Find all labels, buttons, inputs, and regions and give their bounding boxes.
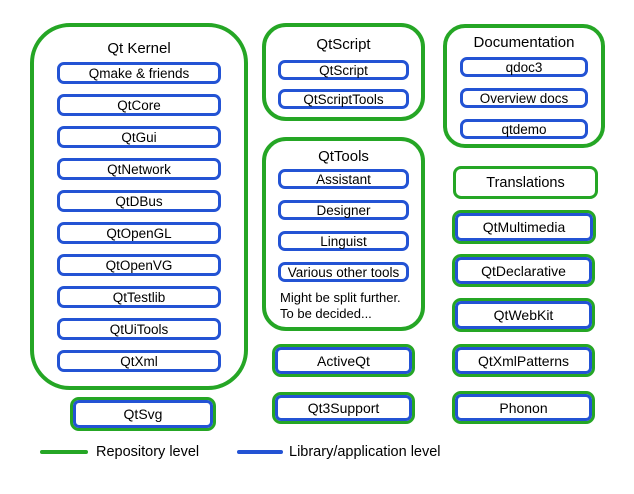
group-qt-kernel-items: Qmake & friends QtCore QtGui QtNetwork Q… [34,62,244,372]
module-qtscript: QtScript [278,60,409,80]
module-qtxml: QtXml [57,350,221,372]
module-qtdeclarative: QtDeclarative [452,254,595,287]
group-documentation-items: qdoc3 Overview docs qtdemo [447,57,601,139]
module-phonon-label: Phonon [455,394,592,421]
module-qtopengl: QtOpenGL [57,222,221,244]
module-qtwebkit-label: QtWebKit [455,301,592,329]
module-qtnetwork: QtNetwork [57,158,221,180]
group-qt-kernel: Qt Kernel Qmake & friends QtCore QtGui Q… [30,23,248,390]
module-qtmultimedia: QtMultimedia [452,210,596,244]
group-qttools-note-line2: To be decided... [280,306,372,321]
group-documentation-title: Documentation [473,34,575,51]
group-qtscript-title: QtScript [316,36,371,53]
module-qtsvg: QtSvg [70,397,216,431]
module-qtwebkit: QtWebKit [452,298,595,332]
group-qttools-note: Might be split further. To be decided... [280,290,421,322]
module-qtxmlpatterns-label: QtXmlPatterns [455,347,592,374]
module-qttestlib: QtTestlib [57,286,221,308]
module-qtmultimedia-label: QtMultimedia [455,213,593,241]
module-phonon: Phonon [452,391,595,424]
legend-library-label: Library/application level [289,444,441,460]
group-qtscript-items: QtScript QtScriptTools [266,60,421,109]
module-translations: Translations [453,166,598,199]
module-qtdemo: qtdemo [460,119,588,139]
module-qtcore: QtCore [57,94,221,116]
legend-repository-line [40,450,88,454]
module-qtopenvg: QtOpenVG [57,254,221,276]
legend-library-line [237,450,283,454]
module-qt3support-label: Qt3Support [275,395,412,421]
module-activeqt-label: ActiveQt [275,347,412,374]
module-activeqt: ActiveQt [272,344,415,377]
group-qt-kernel-title: Qt Kernel [107,40,171,57]
module-qtdeclarative-label: QtDeclarative [455,257,592,284]
group-qttools: QtTools Assistant Designer Linguist Vari… [262,137,425,331]
module-assistant: Assistant [278,169,409,189]
module-qt3support: Qt3Support [272,392,415,424]
module-linguist: Linguist [278,231,409,251]
group-qttools-note-line1: Might be split further. [280,290,401,305]
module-qtxmlpatterns: QtXmlPatterns [452,344,595,377]
group-documentation: Documentation qdoc3 Overview docs qtdemo [443,24,605,148]
group-qttools-items: Assistant Designer Linguist Various othe… [266,169,421,282]
module-qtdbus: QtDBus [57,190,221,212]
legend-repository-label: Repository level [96,444,200,460]
module-qtscripttools: QtScriptTools [278,89,409,109]
module-qtgui: QtGui [57,126,221,148]
group-qtscript: QtScript QtScript QtScriptTools [262,23,425,121]
module-qtsvg-label: QtSvg [73,400,213,428]
group-qttools-title: QtTools [318,148,369,165]
module-overview-docs: Overview docs [460,88,588,108]
module-qmake-and-friends: Qmake & friends [57,62,221,84]
module-qtuitools: QtUiTools [57,318,221,340]
module-designer: Designer [278,200,409,220]
module-various-other-tools: Various other tools [278,262,409,282]
module-qdoc3: qdoc3 [460,57,588,77]
